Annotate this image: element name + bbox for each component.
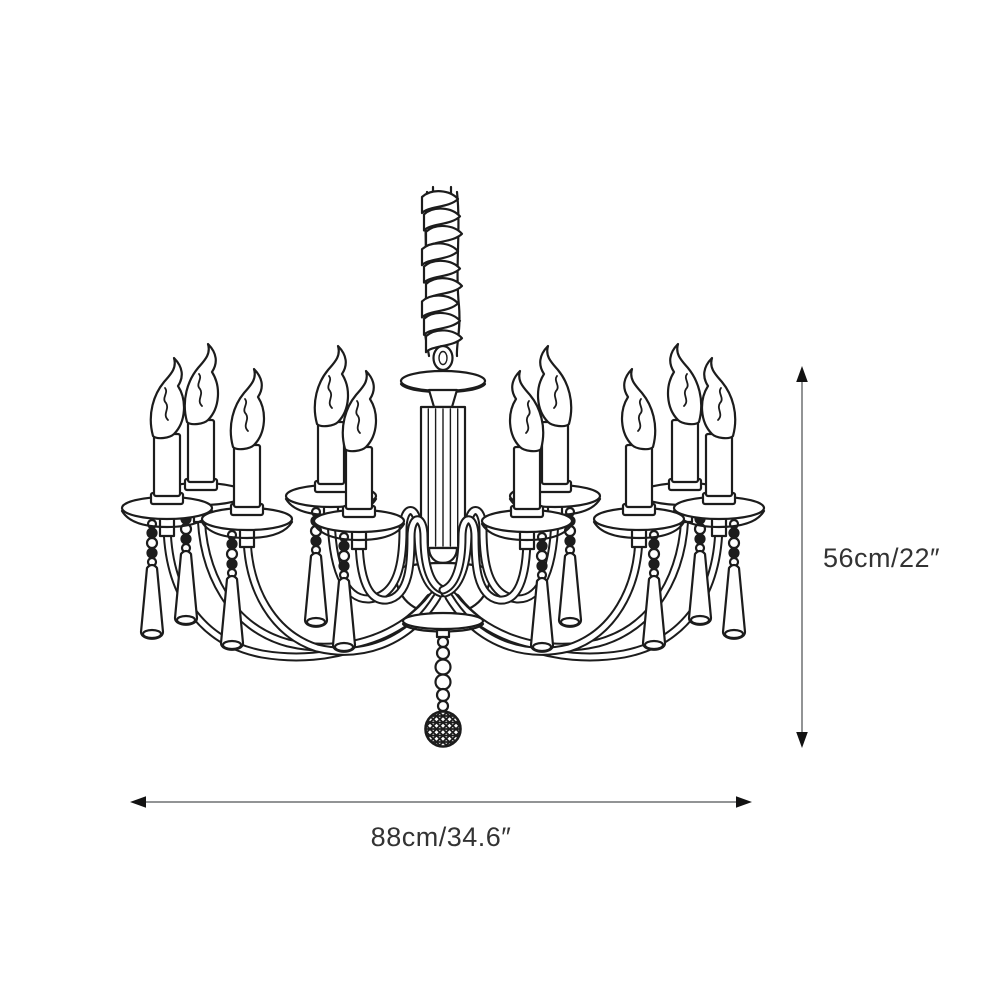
- height-dimension: 56cm/22″: [796, 366, 940, 748]
- cord-edge: [455, 190, 461, 358]
- facet-line: [439, 712, 460, 746]
- facet-line: [426, 712, 447, 746]
- cord-fold: [420, 242, 460, 267]
- drop-bead: [434, 673, 452, 691]
- connector-loop: [432, 344, 454, 372]
- arrow-left-icon: [130, 796, 146, 808]
- drop-bead: [436, 635, 450, 649]
- column-flutes: [427, 408, 459, 547]
- facet-line: [426, 712, 447, 746]
- width-label: 88cm/34.6″: [371, 822, 512, 852]
- drop-bead: [435, 645, 451, 661]
- height-label: 56cm/22″: [823, 543, 940, 573]
- bead-string: [139, 518, 165, 640]
- cord-fold: [420, 294, 460, 319]
- chandelier-arm-highlight: [450, 505, 688, 650]
- cord-fold: [422, 207, 462, 232]
- chandelier-arm-highlight: [440, 517, 530, 603]
- under-bowl-disc: [401, 611, 485, 631]
- arrow-down-icon: [796, 732, 808, 748]
- drop-bead: [434, 658, 452, 676]
- chandelier-drawing: [120, 185, 766, 748]
- chandelier-arms: [162, 503, 724, 662]
- cord-fold: [422, 311, 462, 336]
- column-base-cup: [427, 546, 459, 565]
- chandelier-arm-highlight: [356, 517, 446, 603]
- cord-fold: [422, 259, 462, 284]
- drop-bead: [435, 687, 451, 703]
- chandelier-arm-highlight: [446, 530, 642, 654]
- facet-line: [439, 712, 460, 746]
- column-neck: [427, 388, 459, 409]
- chandelier-arm-highlight: [244, 530, 440, 654]
- facet-line: [433, 712, 460, 746]
- arrow-right-icon: [736, 796, 752, 808]
- width-dimension: 88cm/34.6″: [130, 796, 752, 852]
- cord-fold: [420, 190, 460, 215]
- arrow-up-icon: [796, 366, 808, 382]
- chandelier-arm-highlight: [198, 505, 436, 650]
- drop-bead: [436, 699, 450, 713]
- fabric-wrapped-cord: [420, 190, 464, 354]
- connector-loop-inner: [438, 350, 448, 366]
- bead-string: [721, 518, 747, 640]
- canopy-disc: [399, 369, 487, 393]
- cord-fold: [424, 329, 464, 354]
- chandelier-bottom-stack: [401, 611, 485, 748]
